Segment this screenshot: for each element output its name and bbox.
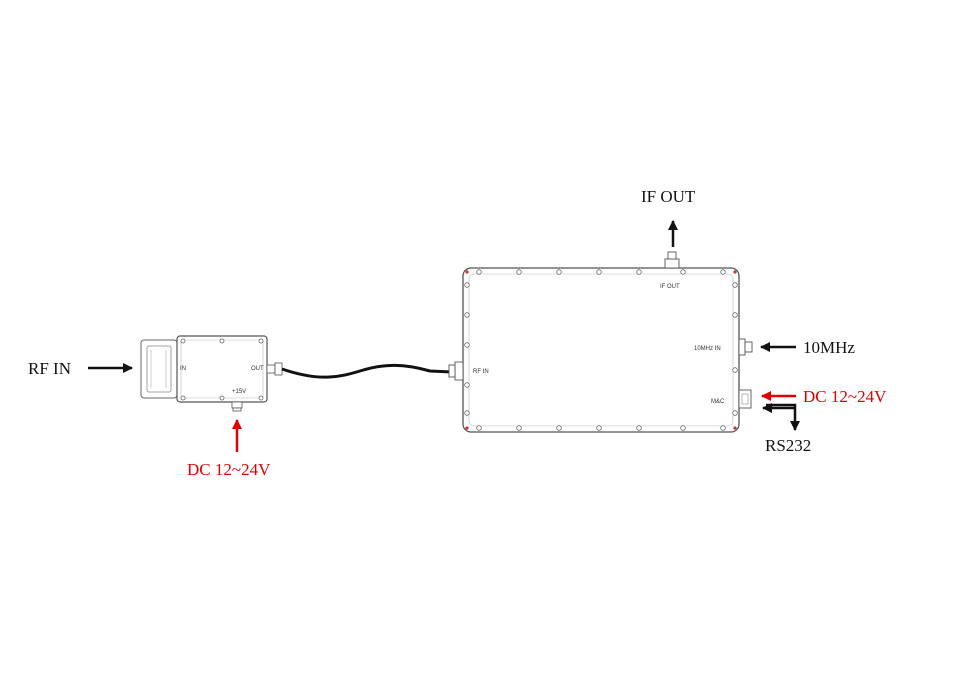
dc-left-label: DC 12~24V (187, 460, 271, 479)
dc-right-label: DC 12~24V (803, 387, 887, 406)
lna-module (140, 335, 283, 412)
rs232-label: RS232 (765, 436, 811, 455)
lna-in-port-label: IN (180, 366, 186, 372)
converter-module (448, 251, 753, 433)
converter-mc-port-label: M&C (711, 399, 725, 405)
rf-in-label: RF IN (28, 359, 71, 378)
ten-mhz-label: 10MHz (803, 338, 855, 357)
converter-if-out-port-label: IF OUT (660, 284, 680, 290)
if-out-label: IF OUT (641, 187, 696, 206)
converter-rf-in-port-label: RF IN (473, 369, 489, 375)
rs232-out-arrow (766, 403, 800, 431)
rf-cable (281, 363, 453, 379)
lna-out-port-label: OUT (251, 366, 264, 372)
lna-power-port-label: +15V (232, 389, 246, 395)
converter-ref-port-label: 10MHz IN (694, 346, 721, 352)
